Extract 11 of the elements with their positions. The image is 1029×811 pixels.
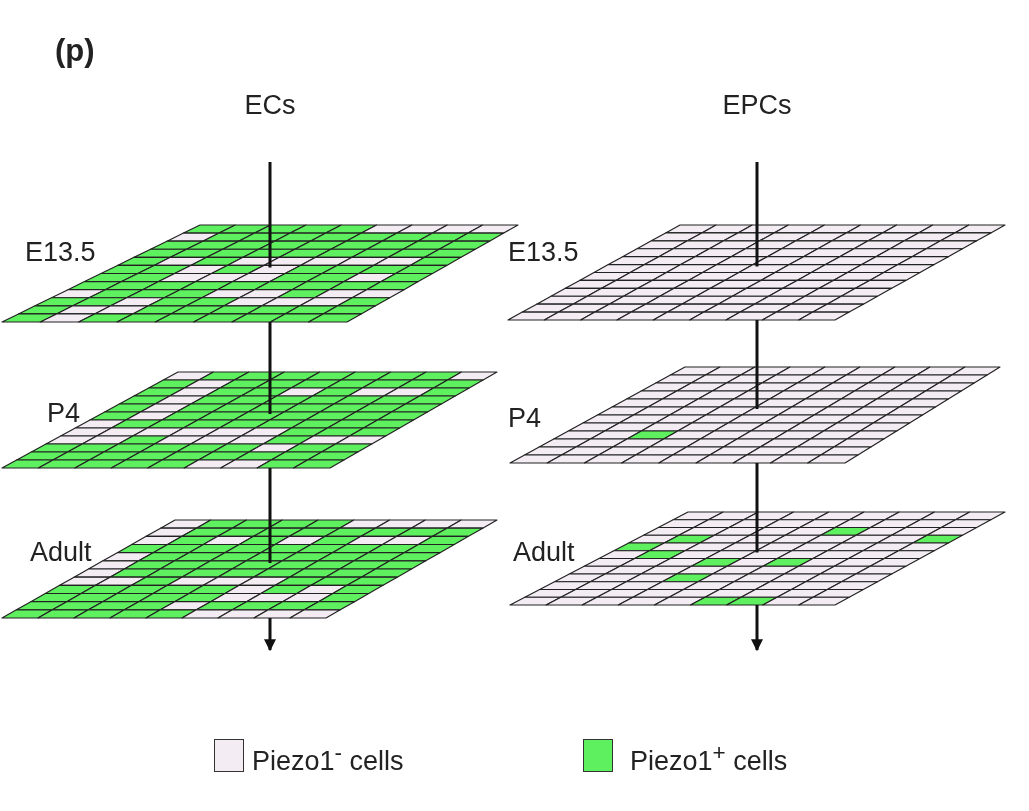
stage-label: E13.5	[508, 239, 579, 266]
column-heading: ECs	[244, 92, 296, 119]
legend-label: Piezo1$^{-}$ cells	[252, 742, 404, 775]
panel-label: (p)	[55, 35, 95, 66]
stage-label: Adult	[513, 539, 575, 566]
stage-label: P4	[47, 400, 81, 427]
stage-label: E13.5	[25, 239, 96, 266]
stage-label: P4	[508, 405, 542, 432]
legend-label: Piezo1$^{+}$ cells	[630, 742, 788, 775]
stage-label: Adult	[30, 539, 92, 566]
column-heading: EPCs	[722, 92, 792, 119]
